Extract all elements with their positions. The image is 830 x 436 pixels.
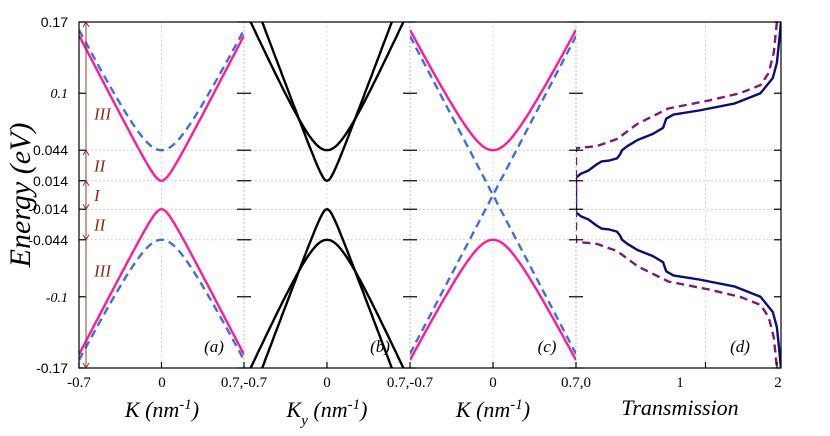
region-label: II (93, 156, 107, 175)
x-tick-label: 0.7,-0.7 (221, 375, 268, 391)
series-line-b (260, 22, 394, 182)
y-tick-label: 0.044 (33, 142, 68, 158)
y-tick-label: -0.044 (28, 232, 68, 248)
curves-layer (79, 22, 781, 368)
region-arrowhead (82, 21, 90, 28)
y-axis-label: Energy (eV) (4, 123, 37, 269)
series-line-a (79, 29, 244, 152)
series-line-d (576, 22, 779, 368)
series-line-c (410, 29, 576, 152)
y-tick-label: 0.17 (41, 14, 68, 30)
x-axis-label: K (nm-1) (455, 397, 530, 422)
series-line-b (260, 208, 394, 368)
region-arrowhead (82, 204, 90, 211)
x-tick-label: -0.7 (67, 375, 91, 391)
region-label: I (93, 186, 101, 205)
series-line-a (79, 208, 244, 356)
series-line-c (410, 238, 576, 361)
x-axis-label-transmission: Transmission (621, 395, 738, 420)
series-line-c (410, 35, 576, 197)
panel-label-a: (a) (204, 337, 224, 356)
axes-layer (78, 21, 782, 369)
region-arrowhead (82, 179, 90, 186)
panel-label-c: (c) (538, 337, 557, 356)
x-tick-label: 0.7,-0.7 (387, 375, 434, 391)
plot-frame (78, 21, 782, 369)
series-line-a (79, 238, 244, 361)
series-line-d (576, 22, 781, 368)
series-line-c (410, 193, 576, 355)
y-tick-label: -0.014 (28, 201, 68, 217)
x-tick-label: 2 (774, 375, 782, 391)
region-arrowhead (82, 149, 90, 156)
series-line-b (249, 238, 405, 368)
region-arrowhead (82, 234, 90, 241)
region-label: III (93, 105, 112, 124)
x-tick-label: 0 (158, 375, 166, 391)
x-tick-label: 0 (323, 375, 331, 391)
series-line-b (249, 22, 405, 152)
region-label: III (93, 261, 112, 280)
x-axis-label: K (nm-1) (124, 397, 199, 422)
y-tick-label: -0.17 (36, 360, 68, 376)
series-line-a (79, 34, 244, 182)
region-arrowhead (82, 362, 90, 369)
y-tick-label: 0.014 (33, 173, 68, 189)
annotation-layer (82, 21, 90, 369)
panel-label-b: (b) (370, 337, 390, 356)
x-tick-label: 1 (676, 375, 684, 391)
panel-label-d: (d) (730, 337, 750, 356)
x-axis-label: Ky (nm-1) (286, 397, 368, 429)
y-tick-label: 0.1 (51, 87, 69, 102)
y-tick-label: -0.1 (46, 291, 68, 306)
region-label: II (93, 216, 107, 235)
text-layer: 0.17 0.1 0.044 0.014 -0.014 -0.044 -0.1 -0.17-0… (4, 14, 782, 429)
x-tick-label: 0.7,0 (561, 375, 591, 391)
x-tick-label: 0 (489, 375, 497, 391)
